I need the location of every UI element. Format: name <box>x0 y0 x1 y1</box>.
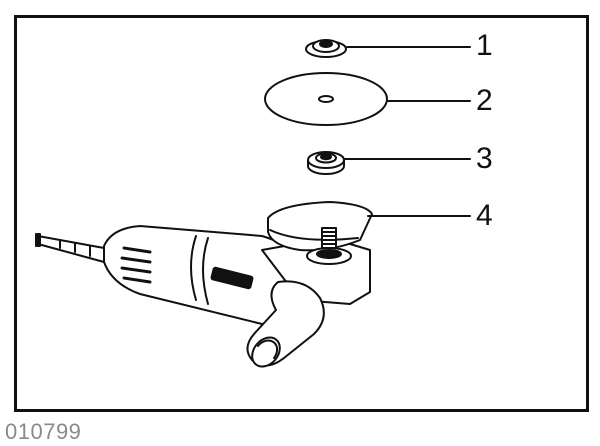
callout-number-2: 2 <box>476 84 493 117</box>
figure-code: 010799 <box>5 419 82 444</box>
grinder-drawing <box>35 201 373 368</box>
inner-flange-drawing <box>305 39 347 58</box>
lock-nut-drawing <box>307 151 345 175</box>
figure-frame <box>14 15 589 412</box>
callout-number-4: 4 <box>476 199 493 232</box>
wheel-drawing <box>264 72 388 126</box>
callout-number-1: 1 <box>476 29 493 62</box>
callout-number-3: 3 <box>476 142 493 175</box>
